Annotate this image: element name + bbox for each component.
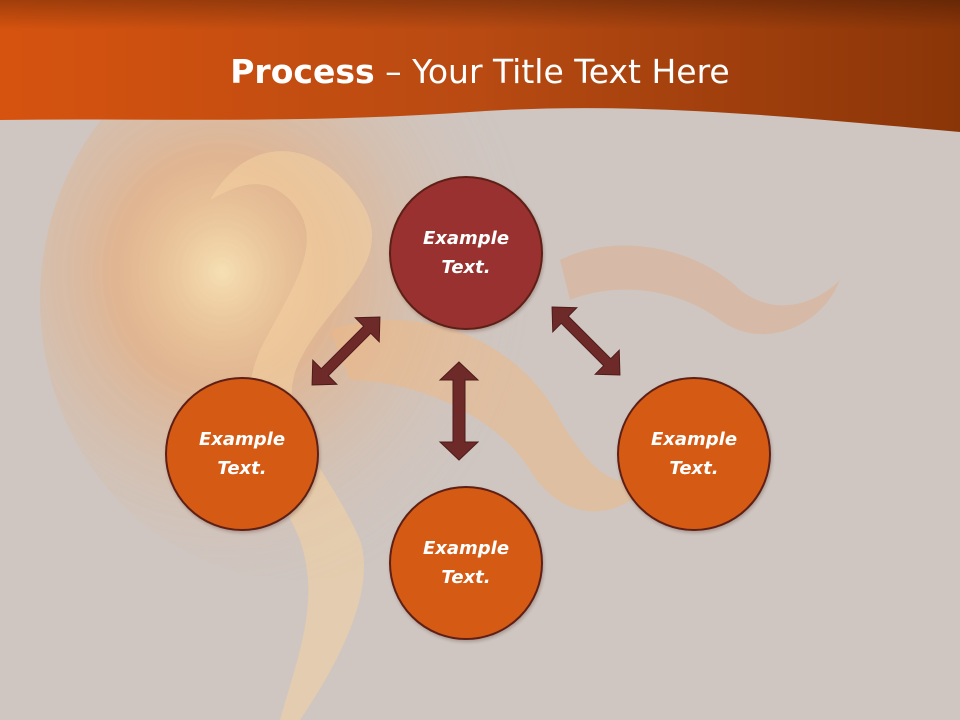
double-arrow-left <box>311 316 381 386</box>
title-rest: Your Title Text Here <box>412 52 730 91</box>
node-top-text: Example Text. <box>422 228 510 278</box>
double-arrow-vertical <box>438 361 480 461</box>
header-band <box>0 0 960 132</box>
node-bottom-text: Example Text. <box>422 538 510 588</box>
node-right-text: Example Text. <box>650 429 738 479</box>
process-node-left: Example Text. <box>165 377 319 531</box>
slide-title: Process – Your Title Text Here <box>0 52 960 91</box>
process-node-bottom: Example Text. <box>389 486 543 640</box>
double-arrow-right <box>551 306 621 376</box>
node-left-text: Example Text. <box>198 429 286 479</box>
process-node-top: Example Text. <box>389 176 543 330</box>
title-separator: – <box>374 52 413 91</box>
process-node-right: Example Text. <box>617 377 771 531</box>
title-bold: Process <box>230 52 375 91</box>
